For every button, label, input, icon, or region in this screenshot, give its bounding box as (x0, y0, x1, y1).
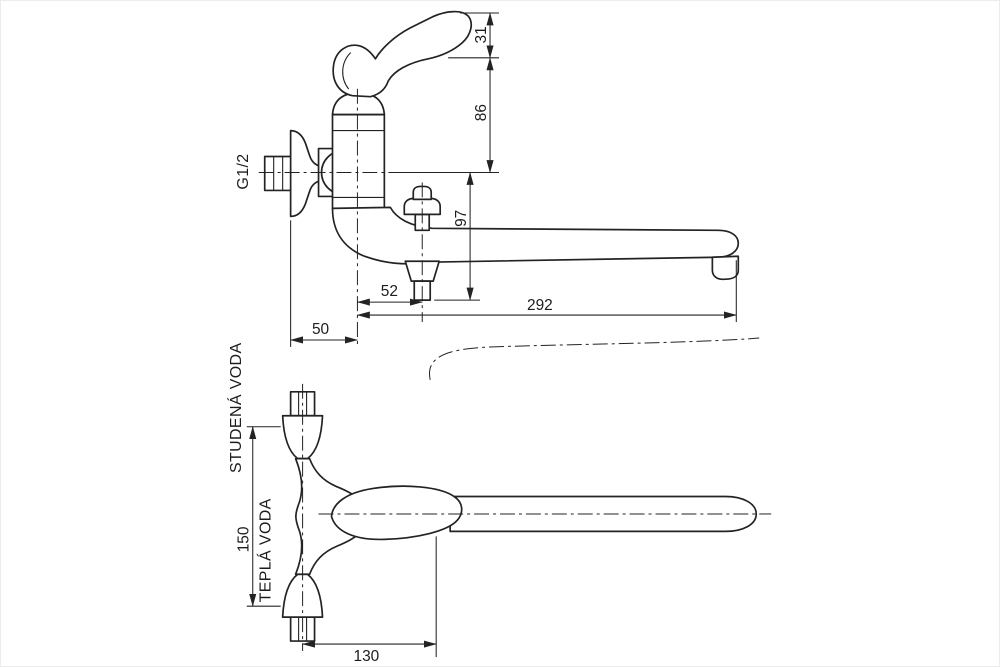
aerator (711, 255, 740, 281)
lever-handle (332, 10, 473, 98)
dim-value-150: 150 (236, 526, 253, 552)
thread-size-label: G1/2 (235, 153, 252, 189)
dim-inlet-spacing: 150 (236, 426, 281, 607)
spout-side (331, 206, 740, 265)
sink-outline (428, 337, 760, 380)
dim-handle-to-axis: 86 (392, 57, 500, 174)
hot-water-label: TEPLÁ VODA (256, 498, 275, 602)
dim-value-292: 292 (527, 297, 553, 314)
side-view: 31 86 97 52 292 50 (235, 10, 760, 380)
dim-spout-reach: 292 (356, 260, 737, 323)
front-view: 150 130 STUDENÁ VODA TEPLÁ VODA (226, 343, 772, 665)
dim-value-130: 130 (354, 648, 380, 665)
thread-pipe (263, 155, 294, 192)
lever-front (330, 485, 463, 541)
dim-value-50: 50 (312, 321, 329, 338)
wall-flange (289, 129, 322, 218)
dim-axis-to-outlet: 97 (434, 171, 481, 301)
dim-wall-to-axis: 50 (290, 220, 358, 347)
dim-value-86: 86 (473, 104, 490, 121)
lever-boss-line (342, 52, 351, 90)
dim-handle-tip-height: 31 (448, 12, 500, 59)
spout-front (449, 495, 758, 533)
cold-water-label: STUDENÁ VODA (226, 343, 245, 474)
faucet-body (331, 113, 386, 210)
dim-value-52: 52 (381, 283, 398, 300)
dim-outlet-offset: 52 (356, 283, 423, 306)
dim-value-97: 97 (453, 210, 470, 227)
dim-value-31: 31 (473, 26, 490, 43)
dim-wall-to-handle: 130 (302, 536, 437, 665)
